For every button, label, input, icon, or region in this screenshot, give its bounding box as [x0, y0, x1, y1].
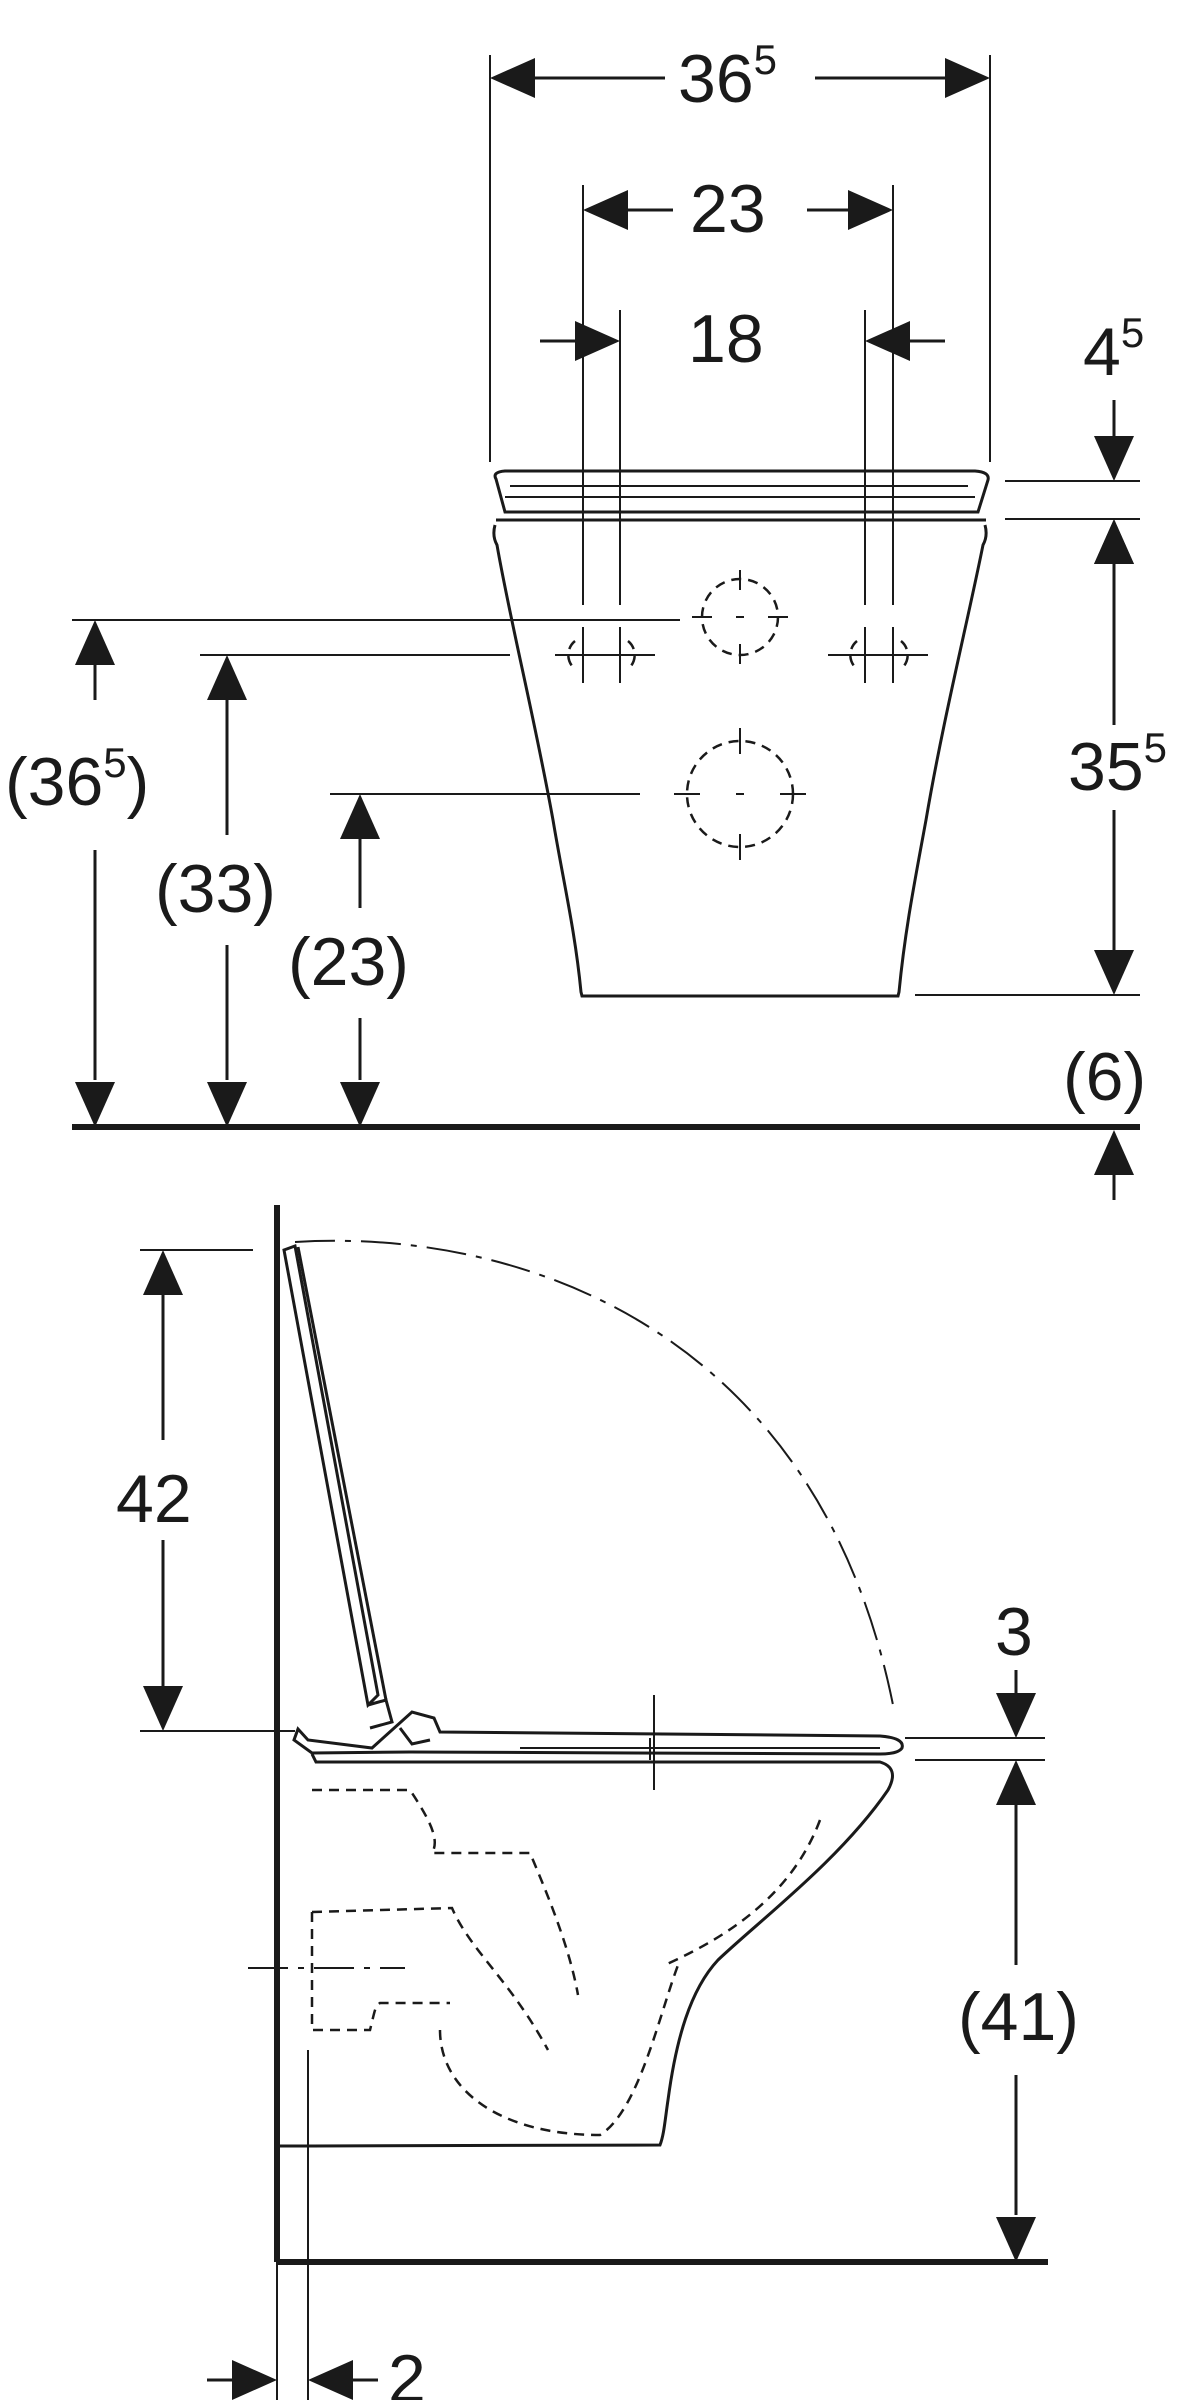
bolt-spacing-outer-label: 23	[690, 171, 766, 247]
overall-width-label: 365	[678, 36, 777, 117]
dim-seat-thickness: 45	[1005, 309, 1144, 564]
bolt-hole-left	[555, 627, 655, 683]
dim-height-bolts: (33)	[155, 654, 510, 1127]
front-toilet-body	[492, 469, 990, 998]
lid-swing-arc	[294, 1239, 895, 1711]
wall-offset-label: 2	[388, 2341, 426, 2400]
raised-lid	[282, 1243, 394, 1730]
upper-outlet-marker	[692, 570, 788, 664]
seat-thickness-label: 45	[1083, 309, 1144, 390]
dim-bowl-floor-height: (41)	[958, 1805, 1079, 2262]
bolt-hole-right	[828, 627, 928, 683]
dim-bolt-spacing-inner: 18	[540, 301, 945, 605]
dim-height-outlet: (23)	[288, 793, 640, 1127]
side-seat	[292, 1695, 904, 1790]
seat-height-label: 3	[995, 1594, 1033, 1670]
dim-bowl-height: 355	[915, 519, 1167, 996]
dim-seat-height: 3	[905, 1594, 1045, 1805]
bowl-floor-height-label: (41)	[958, 1979, 1079, 2055]
dim-overall-width: 365	[489, 36, 991, 462]
dim-floor-gap: (6)	[1063, 1039, 1146, 1200]
height-outlet-label: (23)	[288, 924, 409, 1000]
height-outer-label: (365)	[5, 739, 149, 820]
dim-wall-offset: 2	[207, 2050, 426, 2400]
dim-height-outer: (365)	[5, 619, 680, 1127]
dim-bolt-spacing-outer: 23	[582, 171, 894, 605]
dim-lid-height: 42	[116, 1249, 295, 1732]
bolt-spacing-inner-label: 18	[688, 301, 764, 377]
front-view: 365 23 18 45	[5, 36, 1167, 1200]
side-view: 2 42 3 (41)	[116, 1205, 1079, 2400]
height-bolts-label: (33)	[155, 851, 276, 927]
lower-outlet-marker	[674, 728, 806, 860]
bowl-height-label: 355	[1068, 724, 1167, 805]
floor-gap-label: (6)	[1063, 1039, 1146, 1115]
side-bowl	[310, 1753, 894, 2148]
lid-height-label: 42	[116, 1461, 192, 1537]
